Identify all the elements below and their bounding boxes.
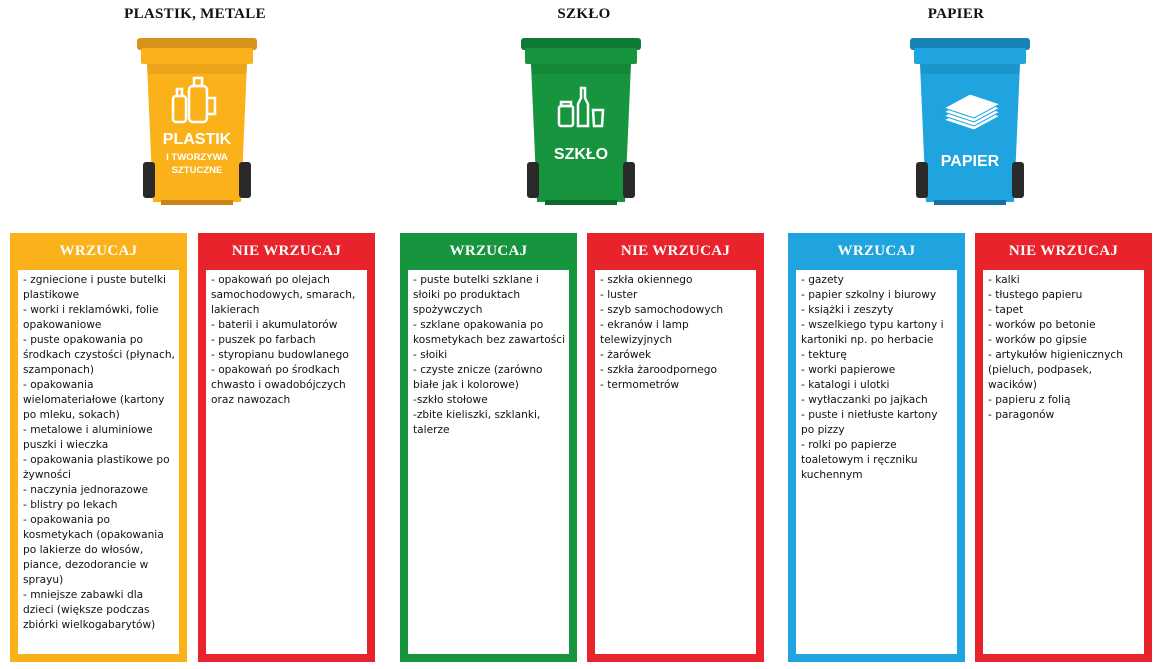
list-item: - papieru z folią bbox=[988, 394, 1071, 406]
list-item: -szkło stołowe bbox=[413, 394, 488, 406]
list-item: - papier szkolny i biurowy bbox=[801, 289, 937, 301]
szklo-wrzucaj-box: WRZUCAJ - puste butelki szklane i słoiki… bbox=[400, 233, 577, 662]
plastik-nie-wrzucaj-box: NIE WRZUCAJ - opakowań po olejach samoch… bbox=[198, 233, 375, 662]
list-item: - szyb samochodowych bbox=[600, 304, 724, 316]
list-item: - opakowania plastikowe po żywności bbox=[23, 454, 170, 481]
box-heading: NIE WRZUCAJ bbox=[620, 243, 731, 259]
box-heading: NIE WRZUCAJ bbox=[1008, 243, 1119, 259]
item-list: - kalki - tłustego papieru - tapet - worków… bbox=[983, 270, 1144, 423]
list-item: - ekranów i lamp telewizyjnych bbox=[600, 319, 689, 346]
list-item: - worków po betonie bbox=[988, 319, 1096, 331]
blue-bin-icon: PAPIER bbox=[904, 34, 1036, 224]
list-item: - worki i reklamówki, folie opakowaniowe bbox=[23, 304, 159, 331]
item-list: - opakowań po olejach samochodowych, sma… bbox=[206, 270, 367, 408]
box-heading: NIE WRZUCAJ bbox=[231, 243, 342, 259]
box-heading: WRZUCAJ bbox=[449, 243, 528, 259]
list-item: - metalowe i aluminiowe puszki i wieczka bbox=[23, 424, 153, 451]
list-item: - zgniecione i puste butelki plastikowe bbox=[23, 274, 166, 301]
bin-label-plastik: PLASTIK bbox=[163, 131, 232, 148]
list-item: - tłustego papieru bbox=[988, 289, 1083, 301]
bottles-icon bbox=[171, 76, 217, 124]
yellow-bin-icon: PLASTIK I TWORZYWA SZTUCZNE bbox=[131, 34, 263, 224]
title-plastik-metale: PLASTIK, METALE bbox=[124, 6, 266, 22]
list-item: - puste opakowania po środkach czystości… bbox=[23, 334, 175, 376]
list-item: - katalogi i ulotki bbox=[801, 379, 890, 391]
paper-stack-icon bbox=[942, 93, 1002, 131]
list-item: - szkła okiennego bbox=[600, 274, 693, 286]
list-item: - styropianu budowlanego bbox=[211, 349, 349, 361]
list-item: - wytłaczanki po jajkach bbox=[801, 394, 928, 406]
bin-label-papier: PAPIER bbox=[941, 153, 1000, 170]
green-bin-icon: SZKŁO bbox=[515, 34, 647, 224]
papier-wrzucaj-box: WRZUCAJ - gazety - papier szkolny i biuro… bbox=[788, 233, 965, 662]
list-item: - opakowań po środkach chwasto i owadobó… bbox=[211, 364, 346, 406]
list-item: - kalki bbox=[988, 274, 1020, 286]
list-item: - szkła żaroodpornego bbox=[600, 364, 717, 376]
list-item: - termometrów bbox=[600, 379, 680, 391]
item-list: - gazety - papier szkolny i biurowy - ksią… bbox=[796, 270, 957, 483]
list-item: - naczynia jednorazowe bbox=[23, 484, 149, 496]
list-item: - czyste znicze (zarówno białe jak i kol… bbox=[413, 364, 543, 391]
papier-nie-wrzucaj-box: NIE WRZUCAJ - kalki - tłustego papieru - t… bbox=[975, 233, 1152, 662]
szklo-nie-wrzucaj-box: NIE WRZUCAJ - szkła okiennego- luster- s… bbox=[587, 233, 764, 662]
title-szklo: SZKŁO bbox=[557, 6, 611, 22]
title-papier: PAPIER bbox=[927, 6, 985, 22]
list-item: - paragonów bbox=[988, 409, 1055, 421]
item-list: - puste butelki szklane i słoiki po prod… bbox=[408, 270, 569, 438]
list-item: - worków po gipsie bbox=[988, 334, 1087, 346]
list-item: - puszek po farbach bbox=[211, 334, 316, 346]
item-list: - szkła okiennego - luster - szyb samochod… bbox=[595, 270, 756, 393]
list-item: - rolki po papierze toaletowym i ręcznik… bbox=[801, 439, 918, 481]
list-item: - żarówek bbox=[600, 349, 652, 361]
list-item: - puste i nietłuste kartony po pizzy bbox=[801, 409, 938, 436]
glass-jars-icon bbox=[557, 86, 605, 128]
list-item: - książki i zeszyty bbox=[801, 304, 894, 316]
list-item: - puste butelki szklane i słoiki po prod… bbox=[413, 274, 539, 316]
list-item: - artykułów higienicznych (pieluch, podp… bbox=[988, 349, 1123, 391]
list-item: - gazety bbox=[801, 274, 844, 286]
list-item: - worki papierowe bbox=[801, 364, 896, 376]
list-item: - luster bbox=[600, 289, 638, 301]
list-item: - tapet bbox=[988, 304, 1024, 316]
bin-label-sztuczne: SZTUCZNE bbox=[172, 165, 223, 176]
item-list: - zgniecione i puste butelki plastikowe -… bbox=[18, 270, 179, 633]
box-heading: WRZUCAJ bbox=[59, 243, 138, 259]
box-heading: WRZUCAJ bbox=[837, 243, 916, 259]
plastik-wrzucaj-box: WRZUCAJ - zgniecione i puste butelki pla… bbox=[10, 233, 187, 662]
list-item: - tekturę bbox=[801, 349, 847, 361]
list-item: - szklane opakowania po kosmetykach bez … bbox=[413, 319, 566, 346]
list-item: - słoiki bbox=[413, 349, 448, 361]
list-item: - opakowania wielomateriałowe (kartony p… bbox=[23, 379, 165, 421]
list-item: - opakowania po kosmetykach (opakowania … bbox=[23, 514, 164, 586]
bin-label-szklo: SZKŁO bbox=[554, 146, 608, 163]
list-item: - opakowań po olejach samochodowych, sma… bbox=[211, 274, 356, 316]
list-item: - blistry po lekach bbox=[23, 499, 118, 511]
list-item: -zbite kieliszki, szklanki, talerze bbox=[413, 409, 541, 436]
list-item: - wszelkiego typu kartony i kartoniki np… bbox=[801, 319, 944, 346]
list-item: - mniejsze zabawki dla dzieci (większe p… bbox=[23, 589, 156, 631]
bin-label-tworzywa: I TWORZYWA bbox=[166, 152, 228, 163]
list-item: - baterii i akumulatorów bbox=[211, 319, 338, 331]
